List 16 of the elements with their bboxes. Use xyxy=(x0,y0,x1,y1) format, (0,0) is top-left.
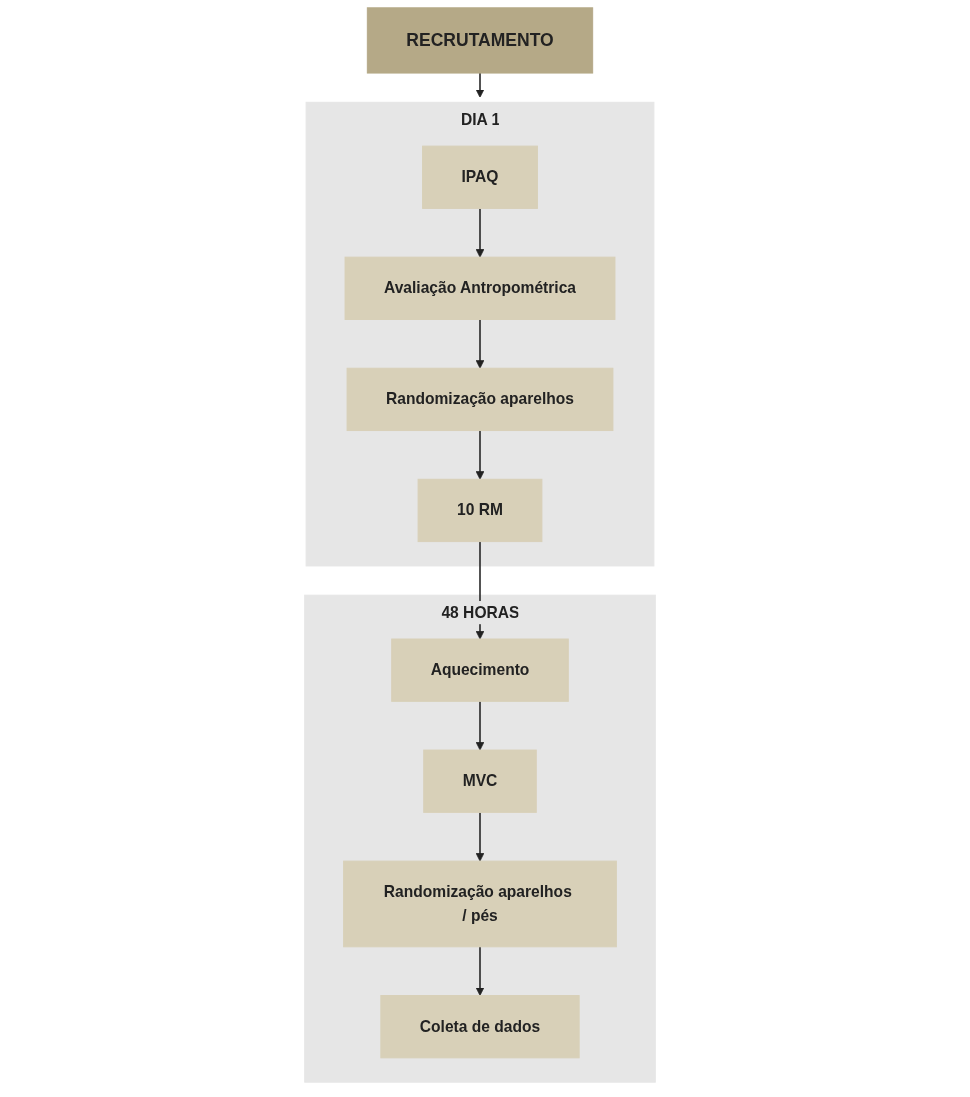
node-box: RECRUTAMENTO xyxy=(366,7,594,74)
node-box: Coleta de dados xyxy=(380,995,580,1059)
arrow xyxy=(475,946,485,996)
node-box: Randomização aparelhos xyxy=(346,367,614,432)
arrow xyxy=(475,700,485,751)
node-box: Avaliação Antropométrica xyxy=(344,256,616,320)
node-box: IPAQ xyxy=(422,145,538,209)
node-box: 10 RM xyxy=(417,478,543,543)
arrow xyxy=(475,72,485,98)
node-box: Randomização aparelhos / pés xyxy=(343,860,617,948)
arrow xyxy=(475,429,485,480)
arrow xyxy=(475,318,485,369)
node-box: Aquecimento xyxy=(391,638,569,702)
arrow xyxy=(475,207,485,258)
node-box: MVC xyxy=(423,749,537,813)
arrow xyxy=(475,811,485,862)
